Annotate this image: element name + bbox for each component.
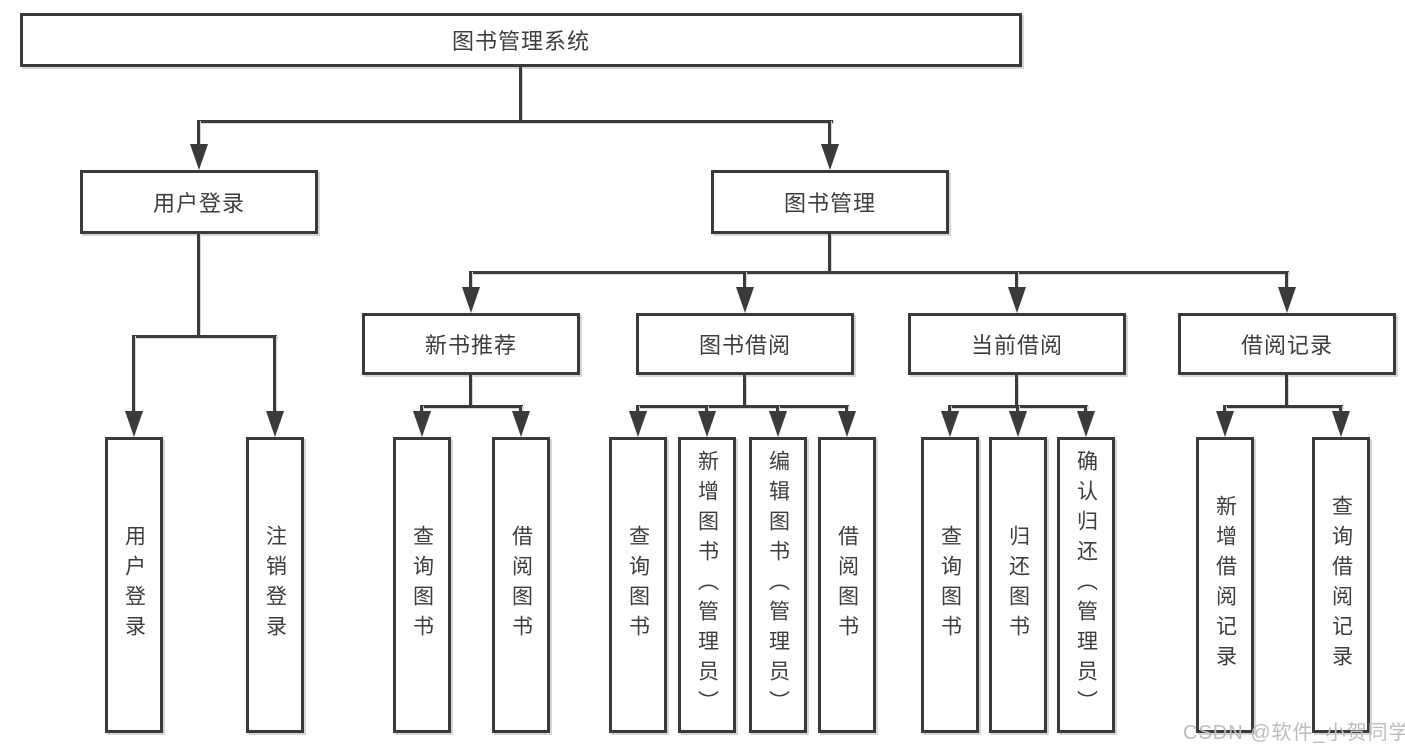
connector-arm [197, 120, 200, 144]
node-label: 借阅记录 [1240, 333, 1333, 358]
arrowhead-down-icon [1216, 411, 1234, 437]
leaf-label: 查询图书 [626, 525, 650, 645]
arrowhead-down-icon [629, 411, 647, 437]
arrowhead-down-icon [1008, 287, 1026, 313]
node-label: 用户登录 [152, 191, 245, 216]
node-label: 图书管理系统 [451, 29, 590, 54]
leaf-label: 查询图书 [410, 525, 434, 645]
node-borrowing-records: 借阅记录 [1178, 313, 1396, 375]
connector-crossbar [636, 405, 849, 408]
leaf-borrow-books-recommend: 借阅图书 [492, 437, 550, 733]
connector-user-login-stem [197, 234, 200, 338]
leaf-label: 借阅图书 [835, 525, 859, 645]
leaf-query-borrow-record: 查询借阅记录 [1312, 437, 1370, 733]
connector-arm [636, 405, 639, 415]
arrowhead-down-icon [266, 411, 284, 437]
leaf-label: 查询图书 [938, 525, 962, 645]
arrowhead-down-icon [413, 411, 431, 437]
arrowhead-down-icon [462, 287, 480, 313]
leaf-query-books-current: 查询图书 [921, 437, 979, 733]
connector-book-management-stem [828, 234, 831, 274]
connector-arm [273, 335, 276, 413]
connector-arm [469, 271, 472, 289]
leaf-add-borrow-record: 新增借阅记录 [1196, 437, 1254, 733]
leaf-label: 查询借阅记录 [1329, 495, 1353, 675]
connector-arm [1285, 271, 1288, 289]
node-current-borrowing: 当前借阅 [908, 313, 1126, 375]
csdn-watermark: CSDN @软件_小贺同学 [1183, 722, 1405, 744]
connector-stem [1285, 375, 1288, 408]
connector-arm [420, 405, 423, 415]
connector-arm [705, 405, 708, 415]
node-label: 图书借阅 [698, 333, 791, 358]
arrowhead-down-icon [821, 144, 839, 170]
connector-root-stem [519, 67, 522, 122]
connector-arm [948, 405, 951, 415]
arrowhead-down-icon [941, 411, 959, 437]
leaf-logout: 注销登录 [246, 437, 304, 733]
leaf-label: 注销登录 [263, 525, 287, 645]
connector-crossbar [420, 405, 523, 408]
leaf-label: 新增借阅记录 [1213, 495, 1237, 675]
arrowhead-down-icon [1332, 411, 1350, 437]
arrowhead-down-icon [1278, 287, 1296, 313]
connector-stem [469, 375, 472, 408]
node-user-login: 用户登录 [80, 170, 318, 234]
leaf-label: 借阅图书 [509, 525, 533, 645]
leaf-query-books-recommend: 查询图书 [393, 437, 451, 733]
connector-arm [845, 405, 848, 415]
arrowhead-down-icon [1009, 411, 1027, 437]
connector-arm [132, 335, 135, 413]
connector-root-crossbar [197, 120, 833, 123]
arrowhead-down-icon [1077, 411, 1095, 437]
connector-arm [1339, 405, 1342, 415]
connector-arm [828, 120, 831, 144]
connector-arm [1084, 405, 1087, 415]
node-library-management-system: 图书管理系统 [20, 13, 1022, 67]
leaf-user-login: 用户登录 [105, 437, 163, 733]
arrowhead-down-icon [769, 411, 787, 437]
node-label: 新书推荐 [424, 333, 517, 358]
connector-stem [1015, 375, 1018, 408]
node-book-management: 图书管理 [711, 170, 949, 234]
arrowhead-down-icon [698, 411, 716, 437]
connector-user-login-crossbar [132, 335, 277, 338]
arrowhead-down-icon [736, 287, 754, 313]
leaf-edit-books-admin: 编辑图书（管理员） [749, 437, 807, 733]
connector-arm [519, 405, 522, 415]
arrowhead-down-icon [190, 144, 208, 170]
leaf-add-books-admin: 新增图书（管理员） [678, 437, 736, 733]
connector-book-management-crossbar [469, 271, 1289, 274]
node-label: 图书管理 [783, 191, 876, 216]
arrowhead-down-icon [125, 411, 143, 437]
connector-arm [1016, 405, 1019, 415]
leaf-label: 编辑图书（管理员） [766, 450, 790, 720]
connector-arm [776, 405, 779, 415]
connector-stem [743, 375, 746, 408]
leaf-label: 归还图书 [1006, 525, 1030, 645]
node-label: 当前借阅 [970, 333, 1063, 358]
leaf-borrow-books: 借阅图书 [818, 437, 876, 733]
connector-crossbar [1223, 405, 1343, 408]
node-new-book-recommendation: 新书推荐 [362, 313, 580, 375]
leaf-return-books: 归还图书 [989, 437, 1047, 733]
connector-arm [1223, 405, 1226, 415]
leaf-label: 用户登录 [122, 525, 146, 645]
arrowhead-down-icon [838, 411, 856, 437]
connector-arm [1015, 271, 1018, 289]
arrowhead-down-icon [512, 411, 530, 437]
leaf-query-books-borrowing: 查询图书 [609, 437, 667, 733]
leaf-confirm-return-admin: 确认归还（管理员） [1057, 437, 1115, 733]
leaf-label: 确认归还（管理员） [1074, 450, 1098, 720]
leaf-label: 新增图书（管理员） [695, 450, 719, 720]
connector-arm [743, 271, 746, 289]
node-book-borrowing: 图书借阅 [636, 313, 854, 375]
